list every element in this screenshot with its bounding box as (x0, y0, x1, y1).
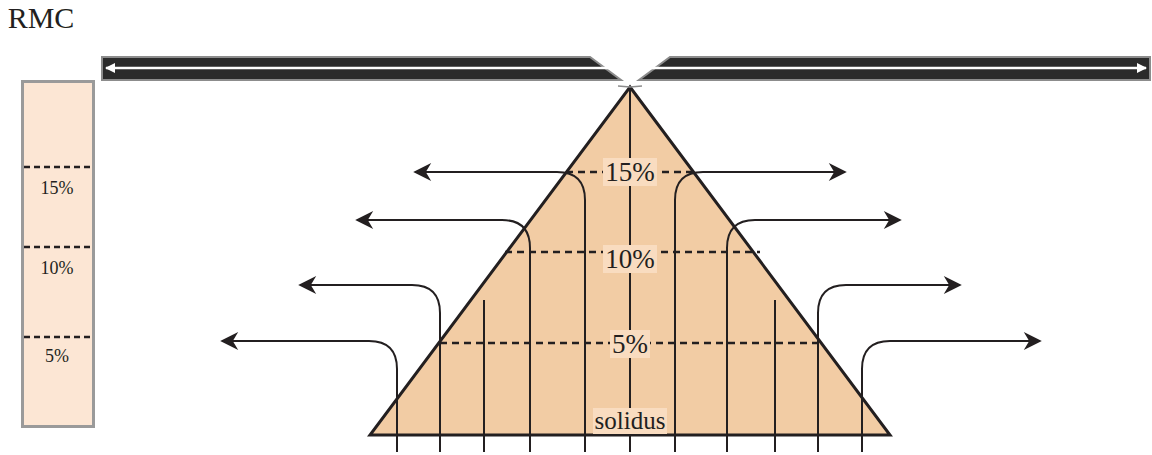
solidus-label: solidus (593, 408, 668, 434)
text-holder: 10% (39, 259, 76, 278)
flow-arrow (818, 285, 960, 452)
melt-fraction-label: 10% (39, 259, 76, 278)
flow-line (483, 300, 485, 452)
melt-contour (440, 342, 822, 345)
column-heading: RMC (6, 2, 77, 34)
ridge-axis (629, 88, 631, 452)
melt-contour (24, 166, 92, 169)
text-holder: 15% (603, 158, 657, 186)
melt-contour (24, 336, 92, 339)
melt-contour (24, 246, 92, 249)
flow-line (774, 300, 776, 452)
melt-fraction-label: 15% (39, 179, 76, 198)
flow-arrow (357, 220, 530, 452)
flow-arrow (862, 341, 1040, 452)
melt-fraction-label: 10% (603, 245, 657, 273)
melt-contour (505, 251, 760, 254)
plate-motion-arrow (106, 67, 612, 70)
text-holder: 5% (43, 347, 71, 366)
melt-fraction-label: 15% (603, 158, 657, 186)
flow-arrow (727, 220, 900, 452)
plate-bar (102, 57, 621, 80)
flow-arrow (300, 285, 440, 452)
text-holder: solidus (593, 408, 668, 434)
plate-motion-arrow (648, 67, 1146, 70)
melt-contour (566, 171, 696, 174)
melt-fraction-label: 5% (610, 330, 650, 358)
flow-arrow (675, 172, 845, 452)
text-holder: 15% (39, 179, 76, 198)
text-holder: 5% (610, 330, 650, 358)
plate-bar (639, 57, 1150, 80)
melt-fraction-label: 5% (43, 347, 71, 366)
text-holder: RMC (6, 2, 77, 34)
residual-mantle-column: RMC15%10%5% (21, 80, 95, 428)
flow-arrow (222, 341, 397, 452)
flow-arrow (415, 172, 585, 452)
ridge-notch (618, 86, 642, 87)
text-holder: 10% (603, 245, 657, 273)
